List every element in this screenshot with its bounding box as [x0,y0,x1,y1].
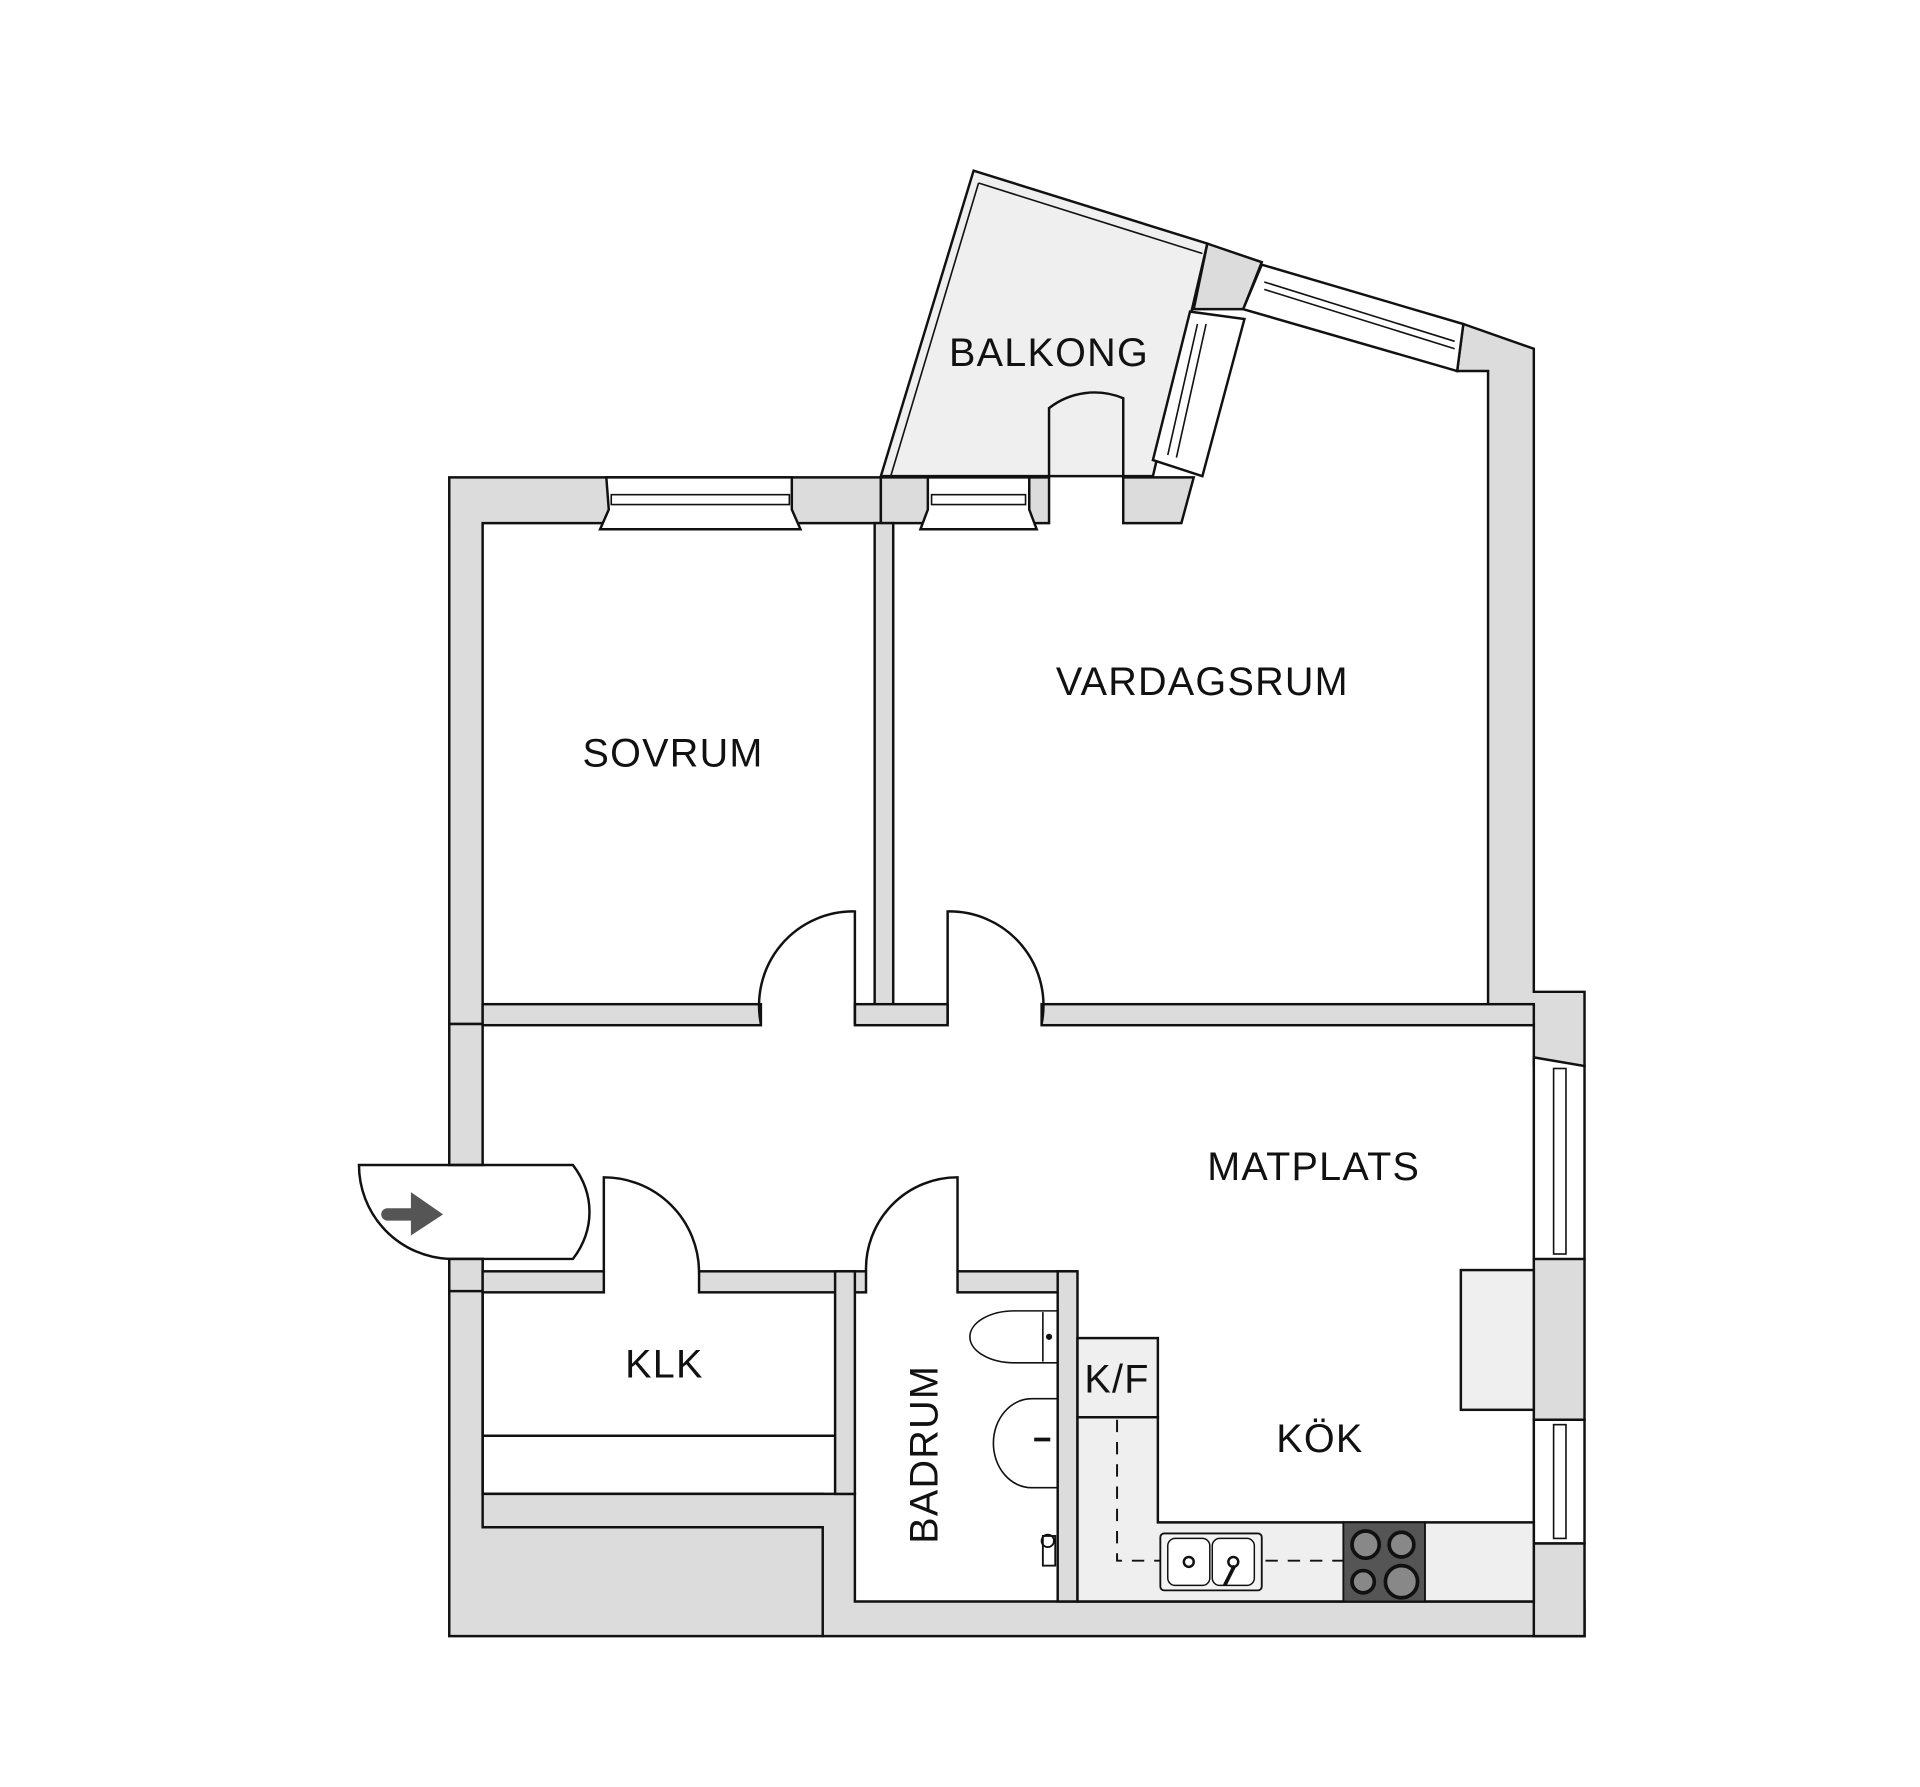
balcony [879,169,1209,478]
faucet-icon [1040,1533,1057,1567]
door-entrance-outer [357,1163,450,1261]
entry-arrow-icon [381,1192,444,1236]
window-matplats [1532,1055,1586,1261]
door-entrance [449,1163,591,1261]
outer-walls [448,242,1586,1638]
label-klk: KLK [625,1343,704,1387]
door-klk [602,1176,701,1272]
label-balkong: BALKONG [949,331,1149,375]
door-balcony [1047,391,1125,477]
window-balcony-door-side [1151,310,1246,478]
sink-double-icon [1159,1532,1263,1592]
label-matplats: MATPLATS [1207,1145,1420,1189]
kf-box [1076,1336,1160,1419]
interior-walls [481,521,1536,1603]
stove-icon [1342,1521,1426,1603]
cabinet [1459,1268,1536,1412]
label-badrum: BADRUM [903,1365,947,1544]
door-badrum [864,1176,959,1272]
door-sovrum [757,910,857,1025]
label-kf: K/F [1084,1357,1149,1401]
windows [598,263,1586,1545]
window-sovrum [598,476,803,531]
door-vardagsrum [946,910,1045,1025]
toilet-icon [969,1310,1059,1364]
window-vardagsrum-angled [1241,263,1465,373]
room-labels: BALKONG VARDAGSRUM SOVRUM MATPLATS KLK B… [583,331,1420,1544]
window-kok [1532,1418,1586,1545]
label-sovrum: SOVRUM [583,732,764,776]
label-vardagsrum: VARDAGSRUM [1056,660,1349,704]
kitchen [1076,1268,1536,1603]
doors [357,391,1125,1272]
label-kok: KÖK [1276,1417,1363,1461]
bathroom-fixtures [969,1310,1059,1567]
window-vardagsrum-top [918,476,1039,531]
sink-icon [992,1397,1059,1489]
